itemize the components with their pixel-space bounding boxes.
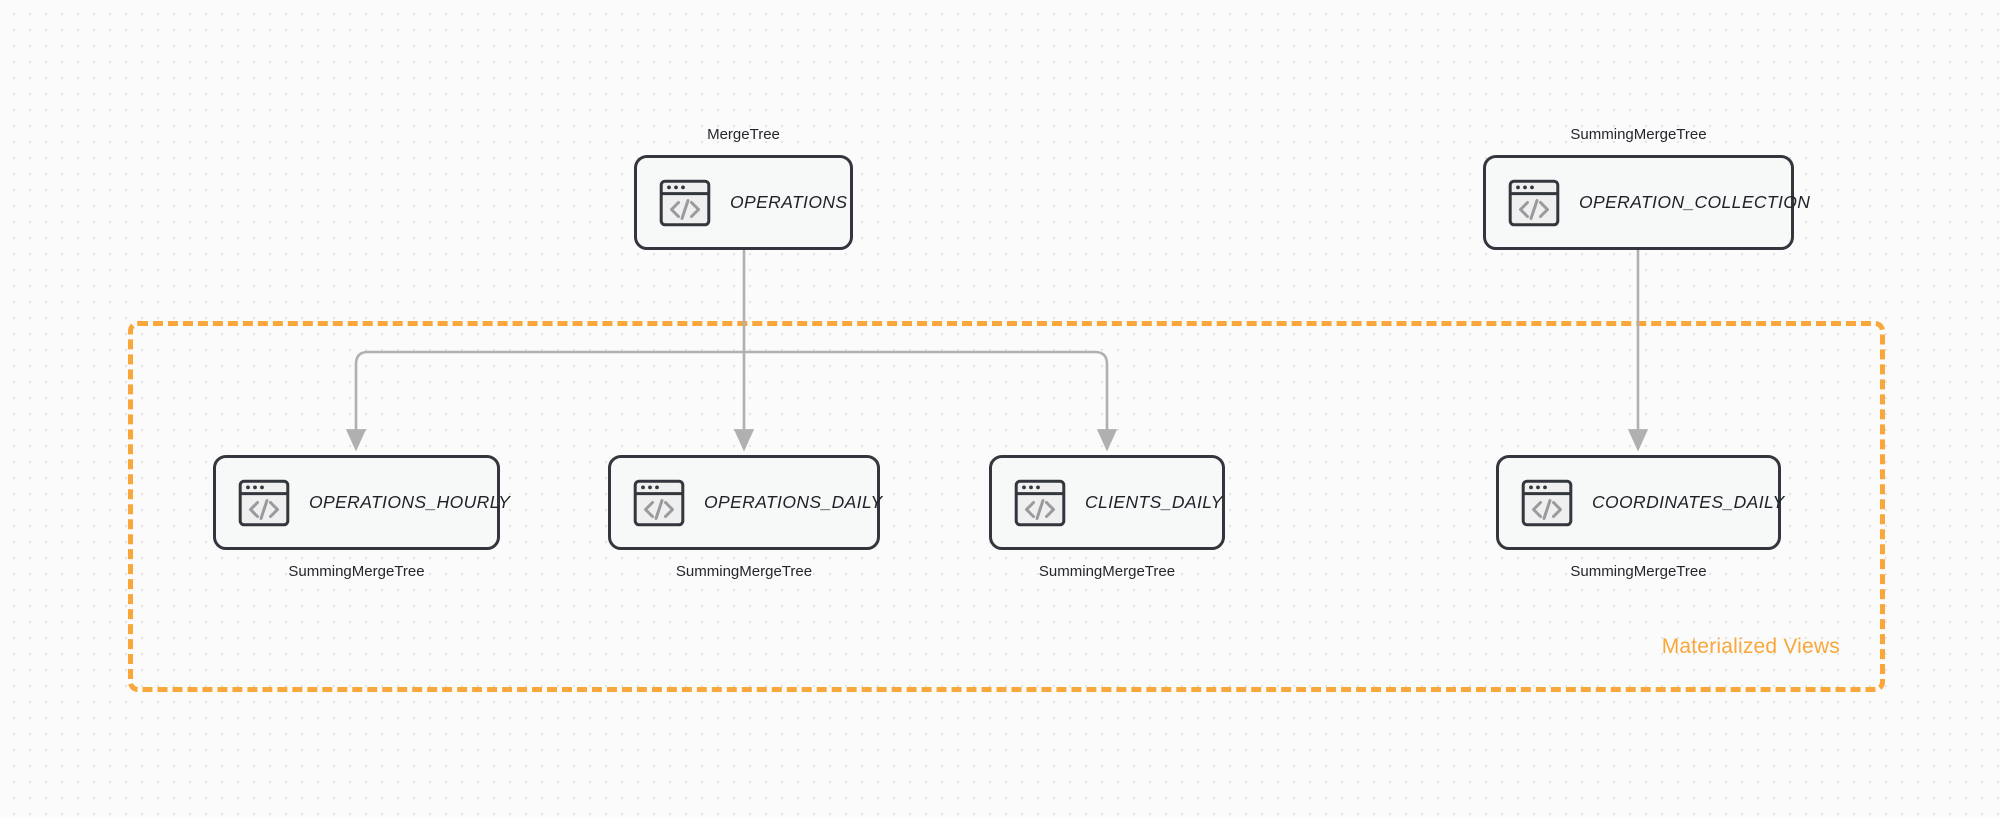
table-node-label: OPERATION_COLLECTION: [1579, 192, 1811, 212]
table-node-operation-collection[interactable]: OPERATION_COLLECTION: [1483, 155, 1810, 250]
table-node-label: COORDINATES_DAILY: [1592, 492, 1785, 512]
materialized-views-group: Materialized Views: [128, 321, 1885, 692]
table-node-operations-daily[interactable]: OPERATIONS_DAILY: [608, 455, 883, 550]
table-node-label: OPERATIONS: [730, 192, 848, 212]
code-window-icon: [1508, 179, 1560, 226]
table-node-operations[interactable]: OPERATIONS: [634, 155, 853, 250]
code-window-icon: [633, 479, 685, 526]
engine-label-operation-collection: SummingMergeTree: [1570, 126, 1707, 143]
table-node-label: OPERATIONS_DAILY: [704, 492, 883, 512]
table-node-label: CLIENTS_DAILY: [1085, 492, 1223, 512]
table-node-coordinates-daily[interactable]: COORDINATES_DAILY: [1496, 455, 1784, 550]
code-window-icon: [1521, 479, 1573, 526]
code-window-icon: [238, 479, 290, 526]
engine-label-coordinates-daily: SummingMergeTree: [1570, 563, 1707, 580]
engine-label-clients-daily: SummingMergeTree: [1038, 563, 1176, 580]
table-node-clients-daily[interactable]: CLIENTS_DAILY: [989, 455, 1225, 550]
code-window-icon: [659, 179, 711, 226]
materialized-views-label: Materialized Views: [1661, 635, 1840, 658]
engine-label-operations: MergeTree: [707, 126, 780, 143]
code-window-icon: [1014, 479, 1066, 526]
engine-label-operations-hourly: SummingMergeTree: [288, 563, 425, 580]
engine-label-operations-daily: SummingMergeTree: [675, 563, 813, 580]
table-node-operations-hourly[interactable]: OPERATIONS_HOURLY: [213, 455, 510, 550]
table-node-label: OPERATIONS_HOURLY: [309, 492, 511, 512]
